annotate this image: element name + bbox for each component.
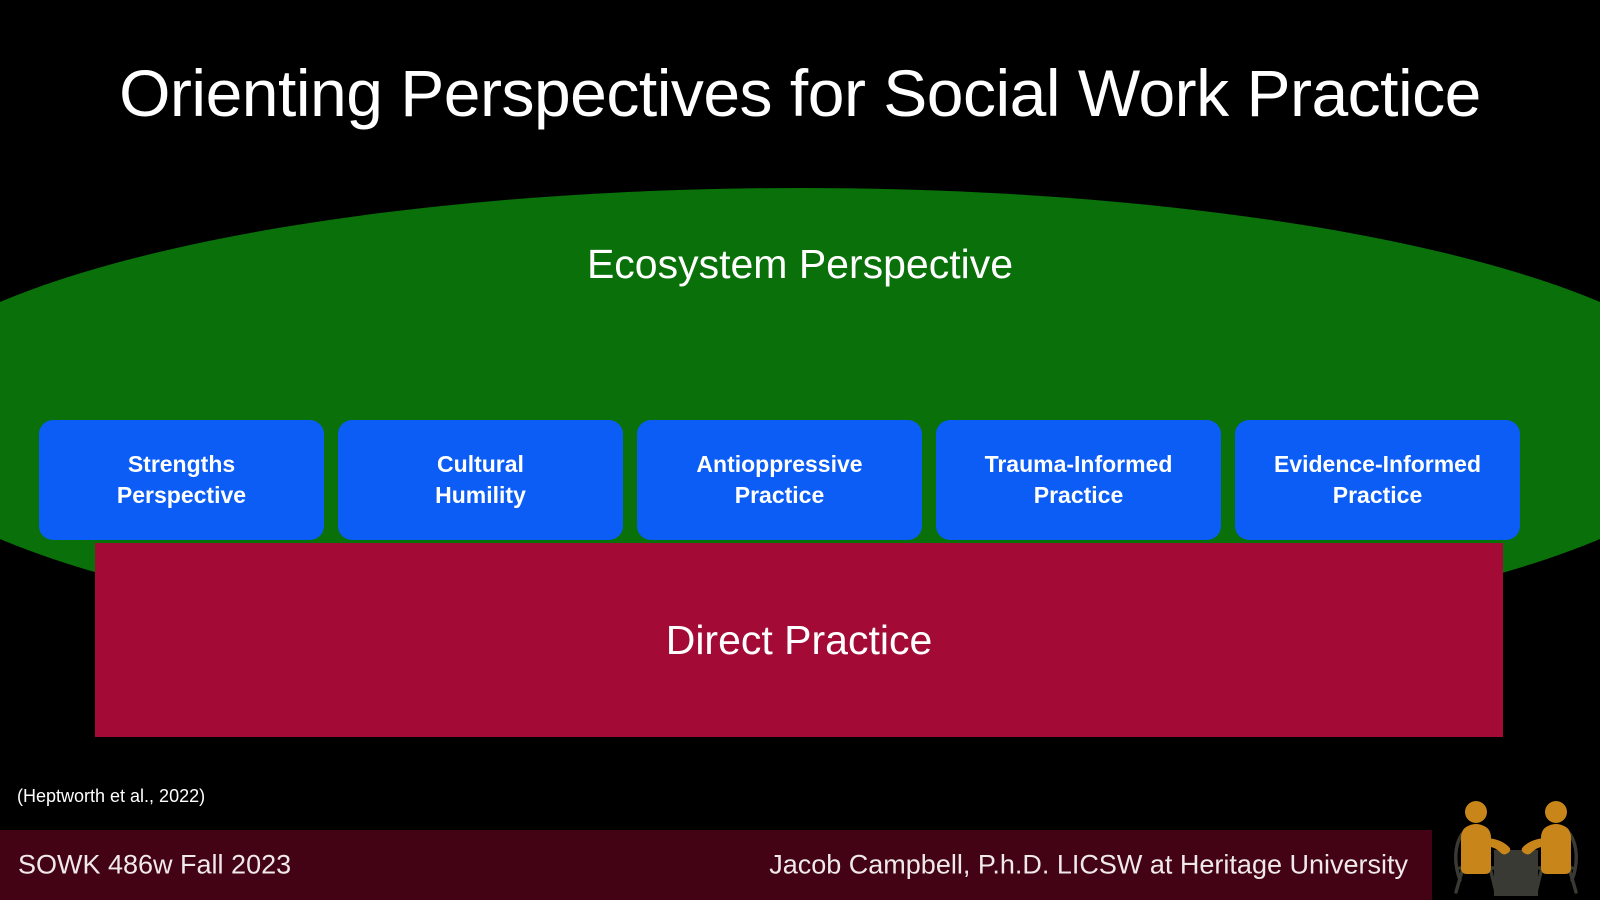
perspective-card-label: Strengths Perspective [109, 449, 254, 510]
perspective-card-trauma-informed-practice[interactable]: Trauma-Informed Practice [936, 420, 1221, 540]
perspective-card-evidence-informed-practice[interactable]: Evidence-Informed Practice [1235, 420, 1520, 540]
perspective-card-label: Trauma-Informed Practice [977, 449, 1181, 510]
citation-text: (Heptworth et al., 2022) [17, 786, 206, 806]
perspective-card-label: Antioppressive Practice [688, 449, 870, 510]
page-title: Orienting Perspectives for Social Work P… [119, 56, 1481, 130]
perspective-card-label: Evidence-Informed Practice [1266, 449, 1489, 510]
card-line-1: Evidence-Informed [1273, 451, 1482, 478]
perspective-card-label: Cultural Humility [427, 449, 534, 510]
card-line-2: Practice [734, 482, 825, 508]
perspective-card-antioppressive-practice[interactable]: Antioppressive Practice [637, 420, 922, 540]
card-line-2: Practice [1033, 482, 1124, 508]
card-line-1: Strengths [127, 451, 236, 478]
direct-practice-block: Direct Practice [95, 543, 1503, 737]
card-line-1: Cultural [437, 451, 524, 478]
perspective-card-strengths-perspective[interactable]: Strengths Perspective [39, 420, 324, 540]
card-line-2: Practice [1332, 482, 1423, 508]
card-line-2: Perspective [116, 482, 247, 508]
card-line-2: Humility [435, 482, 526, 508]
perspective-card-cultural-humility[interactable]: Cultural Humility [338, 420, 623, 540]
two-people-at-table-icon [1432, 788, 1600, 900]
card-line-1: Trauma-Informed [984, 451, 1173, 478]
direct-practice-label: Direct Practice [665, 616, 933, 663]
ecosystem-perspective-label: Ecosystem Perspective [586, 241, 1014, 287]
card-line-1: Antioppressive [696, 451, 863, 478]
footer-author-label: Jacob Campbell, P.h.D. LICSW at Heritage… [769, 849, 1408, 880]
footer-course-label: SOWK 486w Fall 2023 [18, 849, 292, 880]
footer-bar: SOWK 486w Fall 2023 Jacob Campbell, P.h.… [0, 830, 1432, 900]
